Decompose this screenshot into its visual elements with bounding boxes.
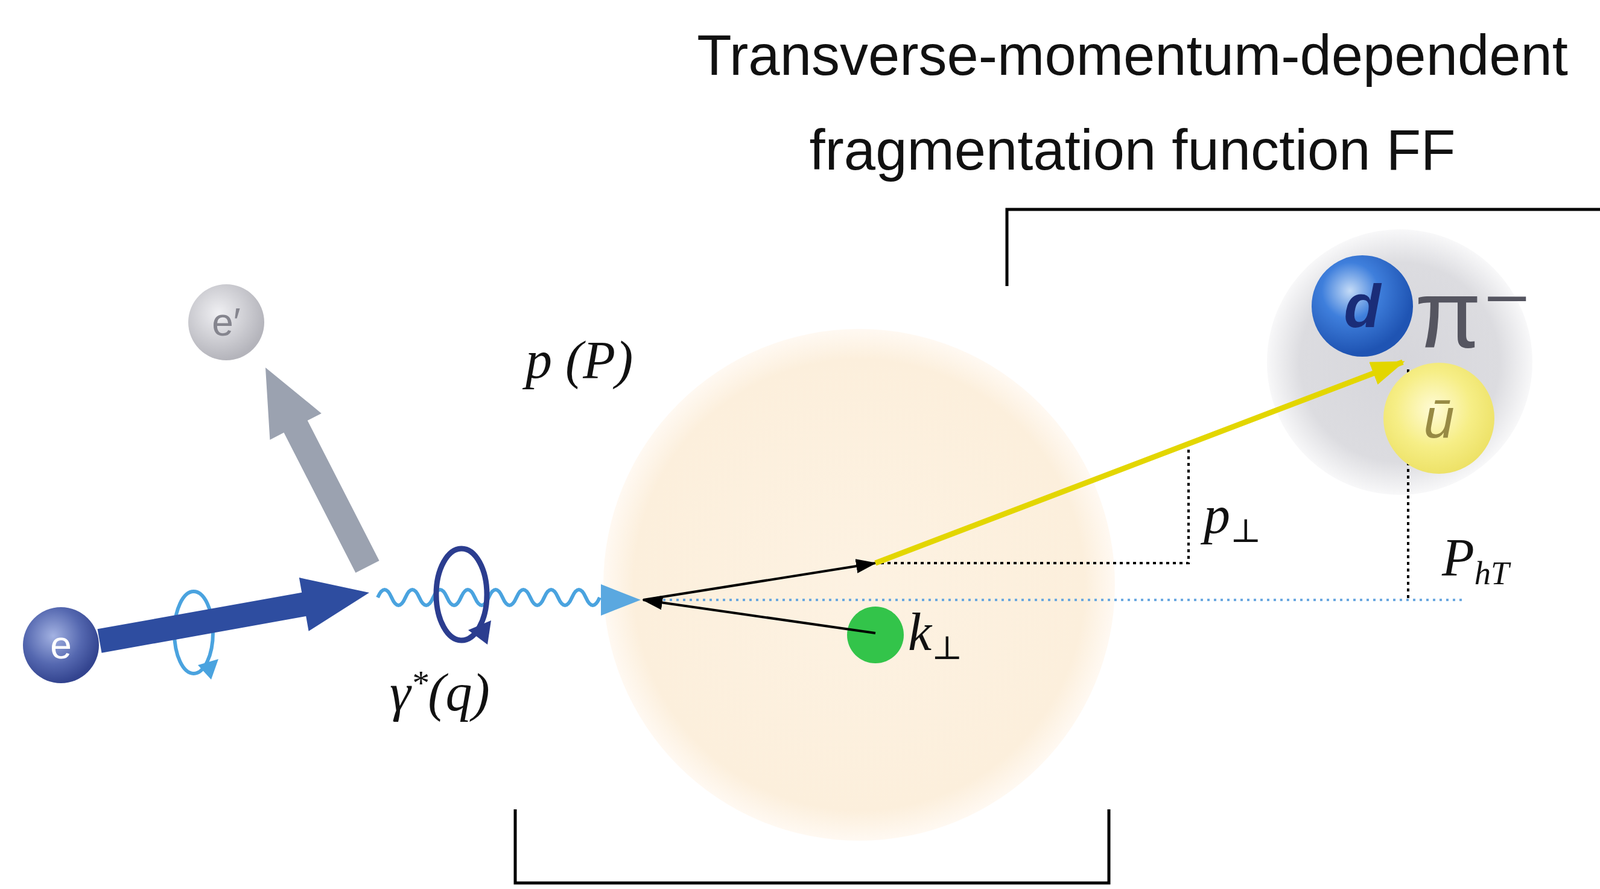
math-label: k⊥: [907, 603, 963, 667]
label-anchor: γ*(q): [389, 663, 490, 723]
quark-dot: [847, 606, 904, 664]
math-label: p⊥: [1203, 486, 1261, 550]
label-anchor: k⊥: [907, 603, 963, 667]
label-anchor: p⊥: [1203, 486, 1261, 550]
swirl-head: [468, 620, 492, 645]
node-fill: [1311, 255, 1413, 357]
hadron-arrow: [875, 361, 1403, 563]
node-text: π⁻: [1414, 265, 1533, 362]
photon-head: [600, 584, 641, 616]
subscript: ⊥: [931, 629, 963, 667]
node-text: ū: [1423, 390, 1454, 446]
axis-line: [643, 598, 1465, 601]
subscript: ⊥: [1230, 512, 1261, 550]
math-label: PhT: [1441, 528, 1509, 592]
quark-circle: d: [1311, 254, 1414, 358]
proton-circle: p (P): [603, 328, 1115, 841]
superscript: *: [410, 663, 429, 702]
node-text: e: [50, 625, 72, 665]
title: Transverse-momentum-dependent fragmentat…: [670, 8, 1594, 198]
node-text: p (P): [525, 333, 633, 387]
node-fill: [22, 606, 99, 683]
node-text: e′: [211, 302, 241, 342]
math-label: γ*(q): [389, 663, 490, 723]
node-fill: [1383, 362, 1495, 474]
bracket: [515, 809, 1109, 883]
title-anchor: Transverse-momentum-dependent fragmentat…: [670, 8, 1594, 198]
node-fill: [188, 284, 265, 361]
helicity-head: [197, 658, 219, 680]
electron-arrow: [97, 577, 370, 653]
vector-arrow: [643, 599, 876, 633]
subscript: hT: [1474, 554, 1510, 592]
particle-circle: e′: [187, 283, 265, 361]
label-anchor: PhT: [1441, 528, 1509, 592]
antiquark-circle: ū: [1382, 361, 1496, 475]
electron-circle: e: [22, 606, 100, 684]
scattered-arrow: [265, 367, 380, 573]
proton-body: [603, 328, 1115, 841]
pion-circle: π⁻ dū: [1266, 229, 1533, 495]
node-text: d: [1343, 275, 1381, 337]
vector-arrow: [643, 562, 876, 600]
